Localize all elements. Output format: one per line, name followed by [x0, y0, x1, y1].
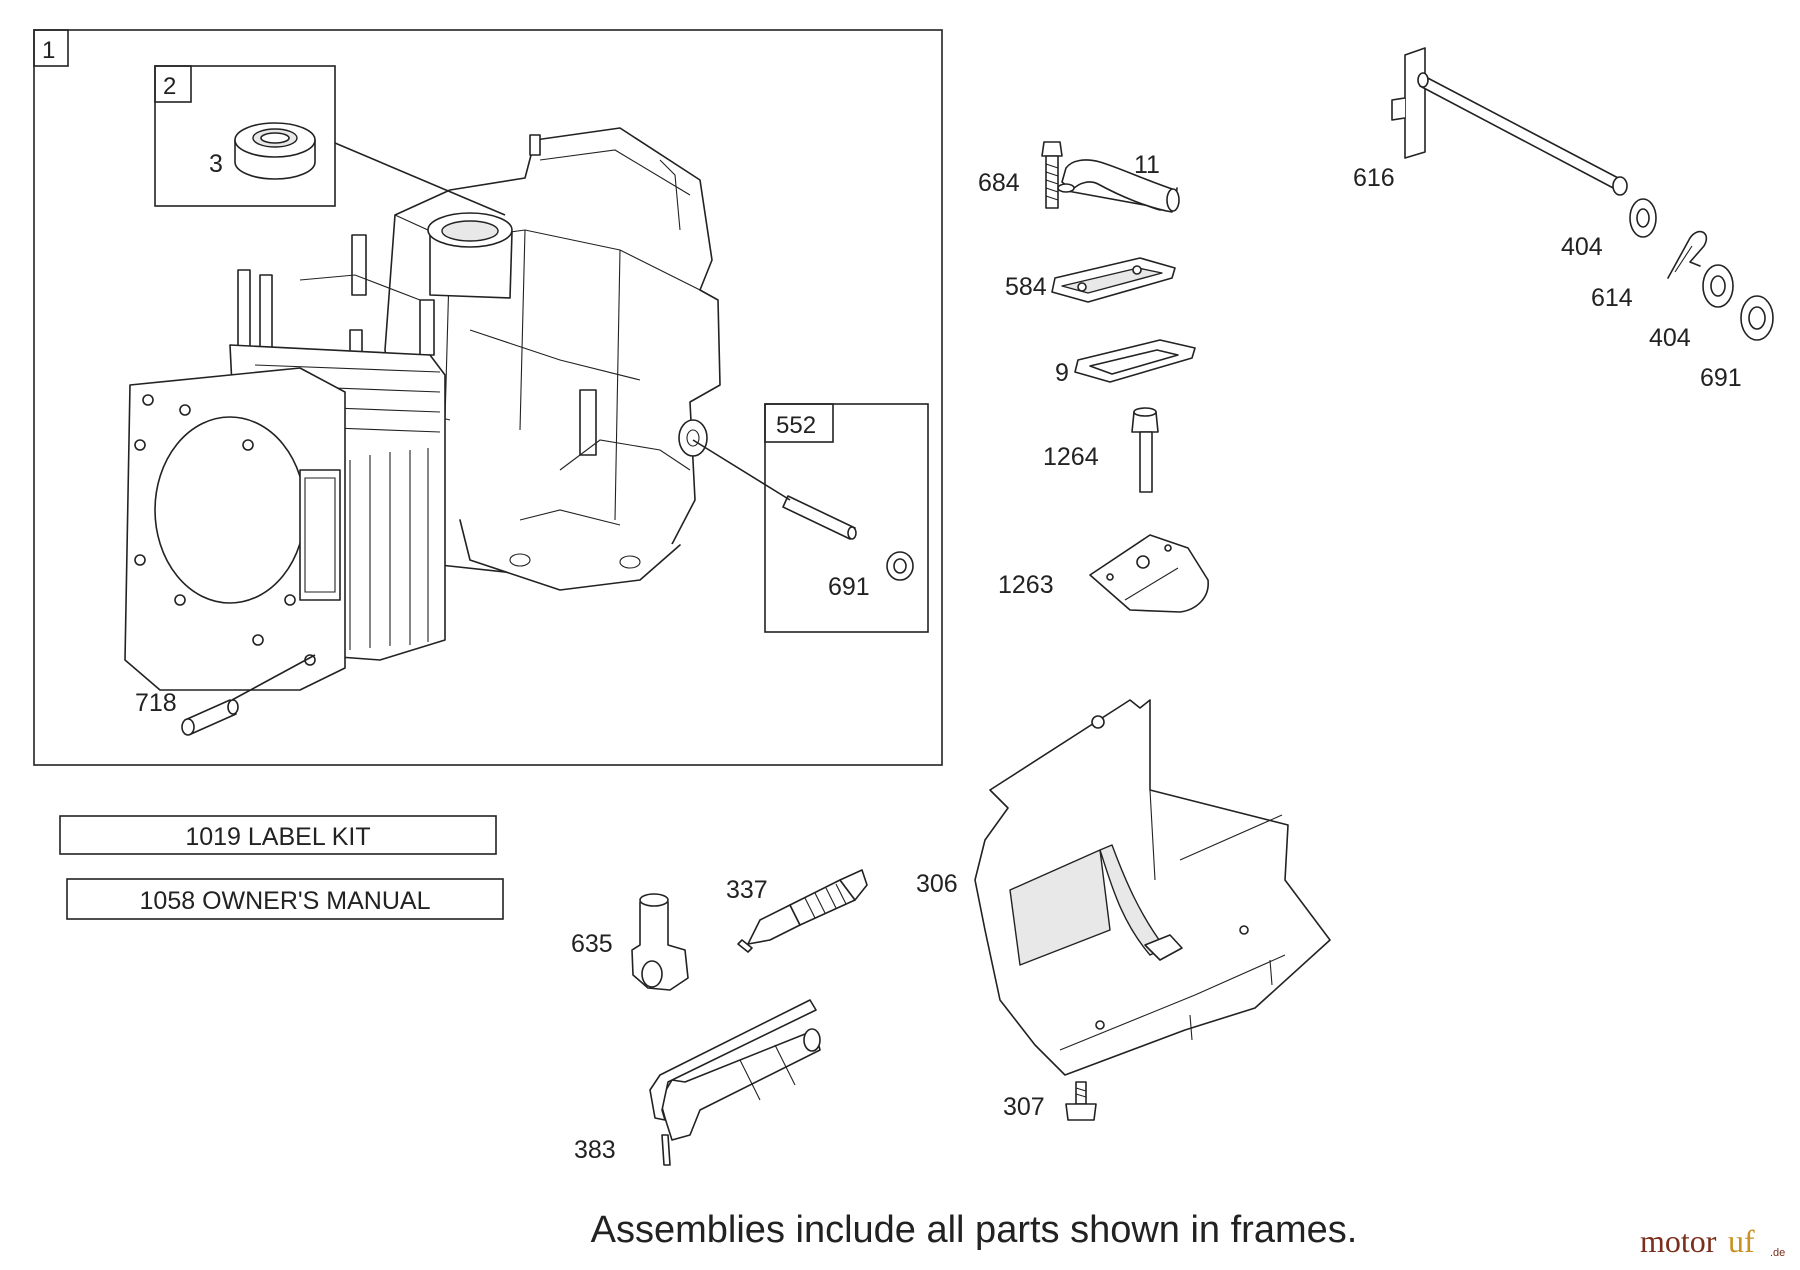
label-1263: 1263 — [998, 571, 1054, 599]
washer-691b-part[interactable] — [1740, 295, 1774, 341]
plate-1263-part[interactable] — [1089, 534, 1209, 613]
caption: Assemblies include all parts shown in fr… — [591, 1209, 1358, 1251]
oil-seal-part[interactable] — [234, 122, 316, 180]
spark-wrench-383-part[interactable] — [649, 999, 821, 1166]
watermark-part1: motor — [1640, 1223, 1717, 1259]
breather-tube-11-part[interactable] — [1057, 159, 1180, 213]
label-337: 337 — [726, 876, 768, 904]
dowel-718-part[interactable] — [181, 699, 239, 736]
engine-block-part[interactable] — [124, 127, 721, 691]
governor-shaft-616-part[interactable] — [1391, 47, 1628, 196]
leader-718 — [231, 654, 316, 701]
watermark-suffix: .de — [1770, 1247, 1785, 1259]
label-635: 635 — [571, 930, 613, 958]
screw-684-part[interactable] — [1041, 141, 1063, 209]
frame-number-1: 1 — [42, 37, 55, 64]
label-684: 684 — [978, 169, 1020, 197]
cylinder-shield-306-part[interactable] — [974, 699, 1331, 1076]
label-614: 614 — [1591, 284, 1633, 312]
label-1264: 1264 — [1043, 443, 1099, 471]
bolt-1264-part[interactable] — [1131, 407, 1159, 493]
breather-cover-584-part[interactable] — [1051, 257, 1176, 303]
label-kit-box[interactable]: 1019 LABEL KIT — [59, 815, 497, 855]
label-9: 9 — [1055, 359, 1069, 387]
label-306: 306 — [916, 870, 958, 898]
watermark-logo: motor uf .de — [1640, 1223, 1785, 1259]
washer-691-frame-part[interactable] — [886, 551, 914, 581]
leader-dowel — [692, 439, 791, 501]
watermark-part2: uf — [1728, 1223, 1755, 1259]
label-718: 718 — [135, 689, 177, 717]
label-691-frame: 691 — [828, 573, 870, 601]
label-691b: 691 — [1700, 364, 1742, 392]
label-404a: 404 — [1561, 233, 1603, 261]
frame-number-552: 552 — [776, 412, 816, 439]
label-kit-text: 1019 LABEL KIT — [185, 823, 370, 851]
hairpin-614-part[interactable] — [1667, 230, 1708, 279]
label-11: 11 — [1134, 151, 1160, 179]
owners-manual-box[interactable]: 1058 OWNER'S MANUAL — [66, 878, 504, 920]
owners-manual-text: 1058 OWNER'S MANUAL — [140, 887, 431, 915]
frame-number-2: 2 — [163, 73, 176, 100]
frame-block-assembly: 1 2 3 552 691 — [33, 29, 943, 766]
dowel-pin-part[interactable] — [782, 495, 857, 540]
label-404b: 404 — [1649, 324, 1691, 352]
washer-404a-part[interactable] — [1629, 198, 1657, 238]
spark-boot-635-part[interactable] — [631, 893, 689, 991]
spark-plug-337-part[interactable] — [737, 869, 868, 953]
label-3: 3 — [209, 150, 223, 178]
washer-404b-part[interactable] — [1702, 264, 1734, 308]
label-584: 584 — [1005, 273, 1047, 301]
label-307: 307 — [1003, 1093, 1045, 1121]
gasket-9-part[interactable] — [1074, 339, 1196, 383]
screw-307-part[interactable] — [1065, 1081, 1097, 1121]
label-383: 383 — [574, 1136, 616, 1164]
leader-seal — [334, 142, 506, 216]
label-616: 616 — [1353, 164, 1395, 192]
